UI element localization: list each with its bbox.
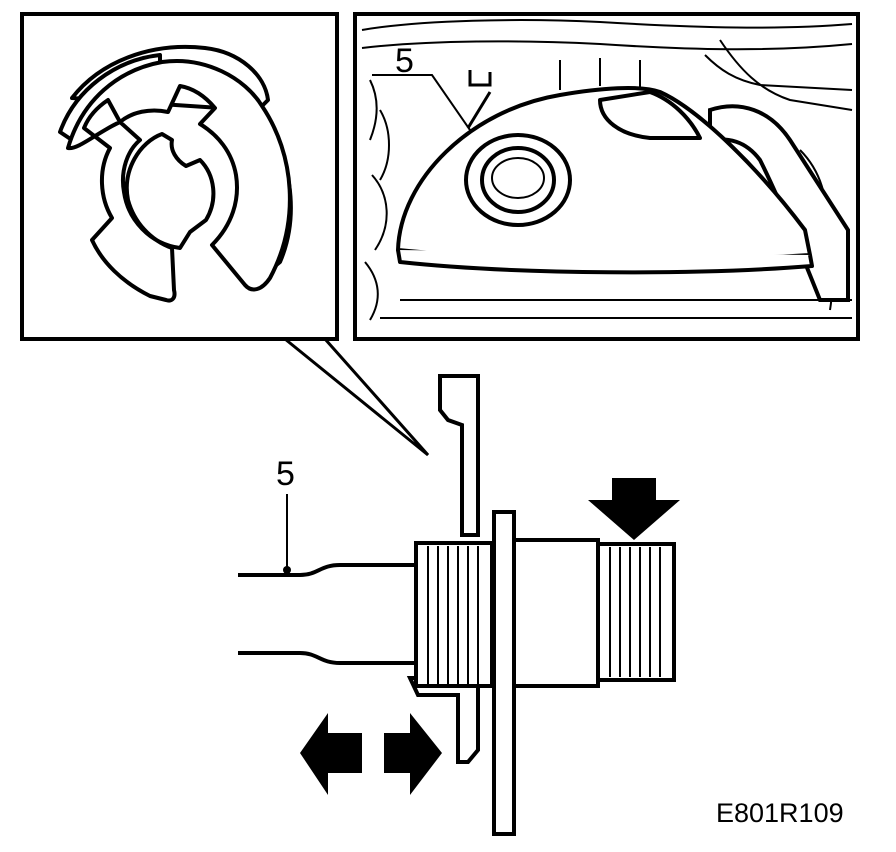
inset-leader-line [284,337,430,457]
pipe [238,563,418,665]
expansion-tank [396,86,814,275]
inset-callout-leader [372,74,471,131]
figure-code: E801R109 [716,798,844,828]
main-callout-label: 5 [276,455,295,493]
mounting-bracket [438,374,480,537]
connector-body [512,538,600,688]
retaining-clip-icon [58,45,293,303]
inset-callout-label: 5 [395,42,414,80]
ribs-right [609,547,661,677]
engine-bay-inset: 5 [353,12,860,341]
engine-background-lines [361,19,853,321]
lower-bracket [406,676,480,764]
arrow-left-icon [300,713,362,795]
main-callout-dot [283,566,291,574]
hose-connector-assembly [238,374,676,836]
flange-plate [492,510,516,836]
arrow-down-icon [588,478,680,540]
ribs-left [427,546,479,684]
sensor-lead [466,70,492,129]
main-callout: 5 [276,455,295,574]
clip-detail-inset [20,12,430,457]
arrow-right-icon [384,713,442,795]
